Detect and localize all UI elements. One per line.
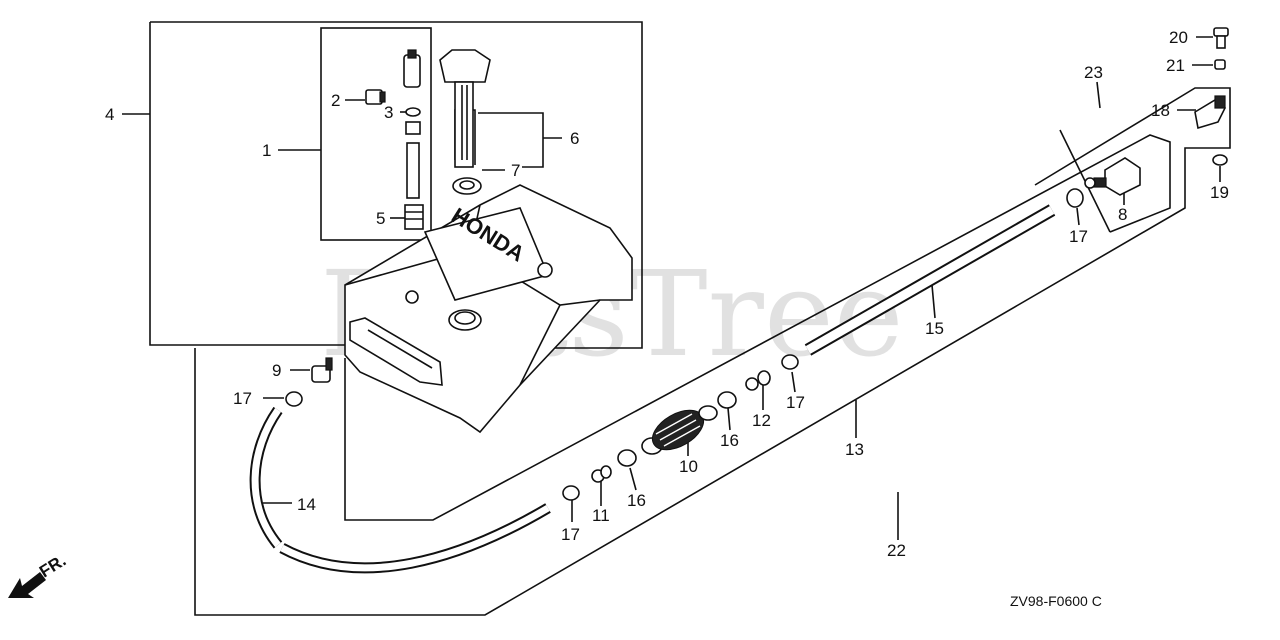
collar-part-16a — [617, 449, 637, 467]
leader-23 — [1096, 81, 1101, 109]
callout-19: 19 — [1210, 183, 1229, 202]
callout-11: 11 — [592, 506, 610, 525]
callout-16b: 16 — [720, 431, 739, 450]
elbow-fitting-part — [403, 49, 421, 88]
callout-13: 13 — [845, 440, 864, 459]
callout-23: 23 — [1084, 63, 1103, 82]
group-bracket-22 — [194, 87, 1231, 616]
leader-6 — [478, 112, 544, 168]
callout-6: 6 — [570, 129, 579, 148]
leader-17c — [791, 371, 796, 393]
callout-15: 15 — [925, 319, 944, 338]
seal-ring-part-7 — [452, 177, 482, 195]
leader-16a — [629, 467, 637, 491]
clamp-part-17c — [781, 354, 799, 370]
leader-17d — [1076, 207, 1080, 226]
diagram-code: ZV98-F0600 C — [1010, 593, 1102, 609]
clamp-part-17a — [285, 391, 303, 407]
callout-10: 10 — [679, 457, 698, 476]
callout-4: 4 — [105, 105, 114, 124]
group-bracket-13 — [344, 134, 1171, 521]
callout-17b: 17 — [561, 525, 580, 544]
leader-16b — [727, 407, 731, 431]
valve-part-18 — [1194, 95, 1227, 130]
hose-part-14 — [249, 406, 283, 549]
callout-18: 18 — [1151, 101, 1170, 120]
clamp-part-17d — [1066, 188, 1084, 208]
callout-3: 3 — [384, 103, 393, 122]
callout-16a: 16 — [627, 491, 646, 510]
callout-17a: 17 — [233, 389, 252, 408]
washer-part-19 — [1212, 154, 1228, 166]
callout-12: 12 — [752, 411, 771, 430]
joint-part-11 — [591, 465, 612, 483]
callout-17d: 17 — [1069, 227, 1088, 246]
leader-15 — [931, 284, 936, 319]
callout-17c: 17 — [786, 393, 805, 412]
hose-part-14b — [279, 503, 551, 574]
group-bracket-1 — [320, 27, 432, 241]
callout-1: 1 — [262, 141, 271, 160]
fuel-tank: HONDA — [344, 109, 633, 434]
collar-part-16b — [717, 391, 737, 409]
callout-7: 7 — [511, 161, 520, 180]
joint-part-12 — [745, 370, 771, 391]
callout-20: 20 — [1169, 28, 1188, 47]
callout-5: 5 — [376, 209, 385, 228]
front-arrow-icon: FR. — [8, 551, 69, 598]
connector-part-8 — [1084, 157, 1141, 196]
callout-2: 2 — [331, 91, 340, 110]
nut-part — [405, 121, 421, 135]
clamp-part-17b — [562, 485, 580, 501]
vent-knob-part-2 — [365, 89, 386, 105]
primer-bulb-part-10 — [641, 405, 718, 455]
bolt-part-20 — [1213, 27, 1229, 49]
fuel-gauge-part-6 — [439, 49, 491, 168]
washer-part-3 — [405, 107, 421, 117]
callout-8: 8 — [1118, 205, 1127, 224]
cap-part-21 — [1214, 59, 1226, 70]
tube-part — [406, 142, 420, 199]
hose-part-15 — [804, 204, 1056, 356]
callout-14: 14 — [297, 495, 316, 514]
filter-part-5 — [404, 204, 424, 230]
callout-9: 9 — [272, 361, 281, 380]
connector-part-9 — [311, 357, 333, 383]
callout-22: 22 — [887, 541, 906, 560]
callout-21: 21 — [1166, 56, 1185, 75]
